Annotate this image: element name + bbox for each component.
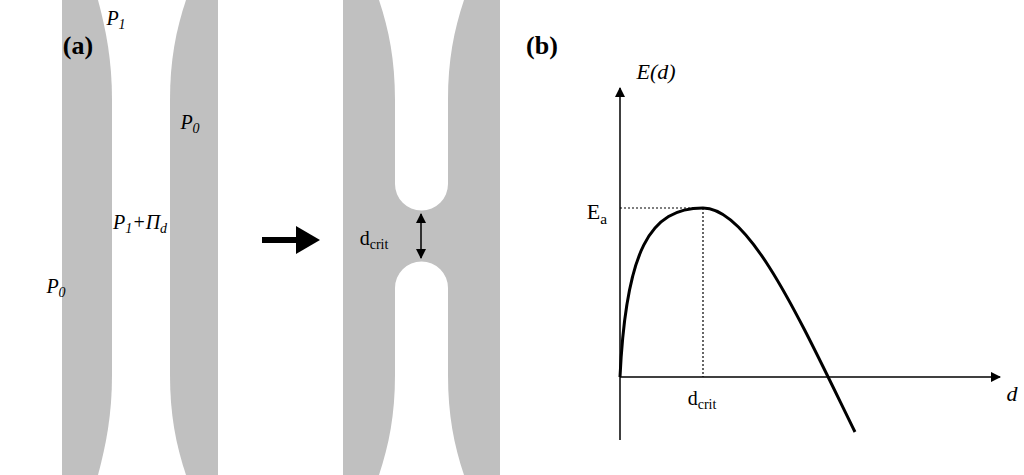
x-axis <box>620 376 1000 378</box>
pressure-label: P0 <box>180 112 199 132</box>
energy-curve <box>620 208 855 432</box>
y-axis <box>619 88 621 440</box>
panel-label: (b) <box>526 33 558 59</box>
pressure-label: P1+Πd <box>113 212 167 232</box>
pressure-label: P1 <box>106 8 125 28</box>
dimension-arrow <box>420 214 422 258</box>
film-bridge <box>343 0 500 475</box>
axis-label: E(d) <box>636 61 675 83</box>
axis-tick-label: Ea <box>587 201 607 223</box>
panel-label: (a) <box>63 33 93 59</box>
pressure-label: P0 <box>46 276 65 296</box>
dimension-label: dcrit <box>360 228 389 248</box>
axis-label: d <box>1007 383 1018 405</box>
guide-line <box>702 208 703 377</box>
film-right <box>170 0 218 475</box>
film-left <box>62 0 112 475</box>
axis-tick-label: dcrit <box>688 388 717 408</box>
transition-arrow <box>262 226 320 254</box>
